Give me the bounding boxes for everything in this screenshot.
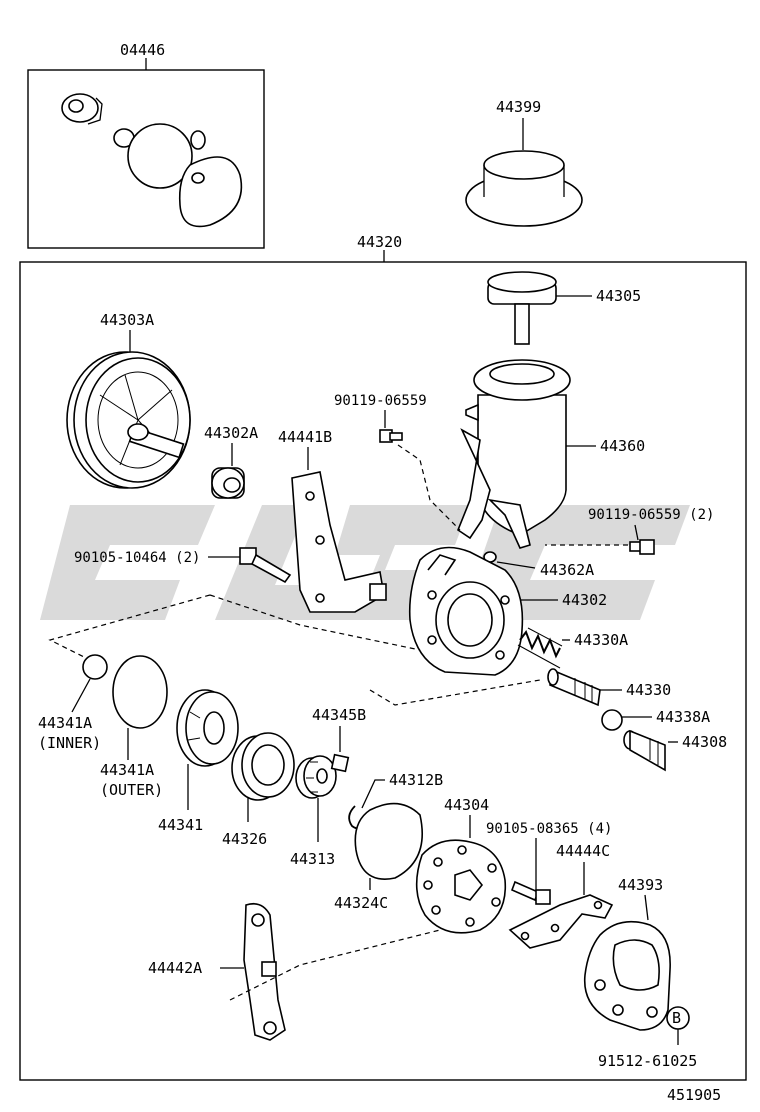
kit-seal-icon bbox=[178, 156, 243, 228]
label-reservoir: 44360 bbox=[600, 437, 645, 455]
label-bolt-right: 90119-06559 (2) bbox=[588, 507, 714, 523]
label-pin: 91512-61025 bbox=[598, 1052, 697, 1070]
label-plug: 44308 bbox=[682, 733, 727, 751]
label-assembly: 44320 bbox=[357, 233, 402, 251]
bearing-icon bbox=[211, 467, 245, 499]
label-kit: 04446 bbox=[120, 41, 165, 59]
gasket-rear-icon bbox=[583, 920, 671, 1031]
housing-icon bbox=[408, 546, 524, 676]
label-circle-b: B bbox=[672, 1009, 681, 1027]
label-oring-outer-note: (OUTER) bbox=[100, 781, 163, 799]
label-oring-valve: 44338A bbox=[656, 708, 710, 726]
plug-icon bbox=[623, 729, 666, 772]
label-bracket-upper: 44441B bbox=[278, 428, 332, 446]
label-cam-ring: 44326 bbox=[222, 830, 267, 848]
kit-oring-tiny-icon bbox=[190, 130, 206, 150]
label-valve: 44330 bbox=[626, 681, 671, 699]
kit-oring-large-icon bbox=[127, 123, 193, 189]
label-bolt-top: 90119-06559 bbox=[334, 393, 427, 409]
label-rear-housing: 44304 bbox=[444, 796, 489, 814]
rotor-icon bbox=[295, 755, 337, 799]
bracket-lower-icon bbox=[243, 902, 286, 1041]
bolt-right-icon bbox=[629, 539, 655, 555]
bolt-top-icon bbox=[379, 429, 403, 443]
rear-housing-icon bbox=[415, 839, 507, 934]
label-oring-inner: 44341A bbox=[38, 714, 92, 732]
pulley-icon bbox=[66, 351, 191, 489]
valve-icon bbox=[547, 668, 601, 707]
gasket-icon bbox=[354, 802, 424, 880]
bolt-left-icon bbox=[239, 547, 292, 584]
spring-icon bbox=[517, 627, 563, 669]
label-oring-small: 44362A bbox=[540, 561, 594, 579]
key-icon bbox=[330, 753, 350, 773]
cap-icon bbox=[465, 150, 583, 227]
oring-outer-icon bbox=[112, 655, 168, 729]
oring-inner-icon bbox=[82, 654, 108, 680]
label-reservoir-cap: 44305 bbox=[596, 287, 641, 305]
reservoir-icon bbox=[457, 359, 571, 549]
kit-bearing-icon bbox=[61, 93, 103, 125]
label-bracket-lower: 44442A bbox=[148, 959, 202, 977]
label-housing: 44302 bbox=[562, 591, 607, 609]
assembly-frame bbox=[19, 261, 747, 1081]
label-oring-outer: 44341A bbox=[100, 761, 154, 779]
ref-number: 451905 bbox=[667, 1086, 721, 1104]
label-oring-inner-note: (INNER) bbox=[38, 734, 101, 752]
reservoir-cap-icon bbox=[487, 271, 557, 345]
oring-valve-icon bbox=[601, 709, 623, 731]
label-gasket: 44324C bbox=[334, 894, 388, 912]
bolt-rear-icon bbox=[510, 880, 551, 905]
label-bearing: 44302A bbox=[204, 424, 258, 442]
bracket-rear-icon bbox=[508, 894, 614, 949]
label-bolt-left: 90105-10464 (2) bbox=[74, 550, 200, 566]
label-gasket-rear: 44393 bbox=[618, 876, 663, 894]
label-bracket-rear: 44444C bbox=[556, 842, 610, 860]
label-rotor: 44313 bbox=[290, 850, 335, 868]
label-snap-ring: 44312B bbox=[389, 771, 443, 789]
label-key: 44345B bbox=[312, 706, 366, 724]
label-plate-front: 44341 bbox=[158, 816, 203, 834]
bracket-upper-icon bbox=[291, 471, 387, 613]
label-spring: 44330A bbox=[574, 631, 628, 649]
label-bolt-rear: 90105-08365 (4) bbox=[486, 821, 612, 837]
plate-front-icon bbox=[176, 689, 239, 767]
label-pulley: 44303A bbox=[100, 311, 154, 329]
label-cap: 44399 bbox=[496, 98, 541, 116]
cam-ring-icon bbox=[231, 732, 295, 801]
